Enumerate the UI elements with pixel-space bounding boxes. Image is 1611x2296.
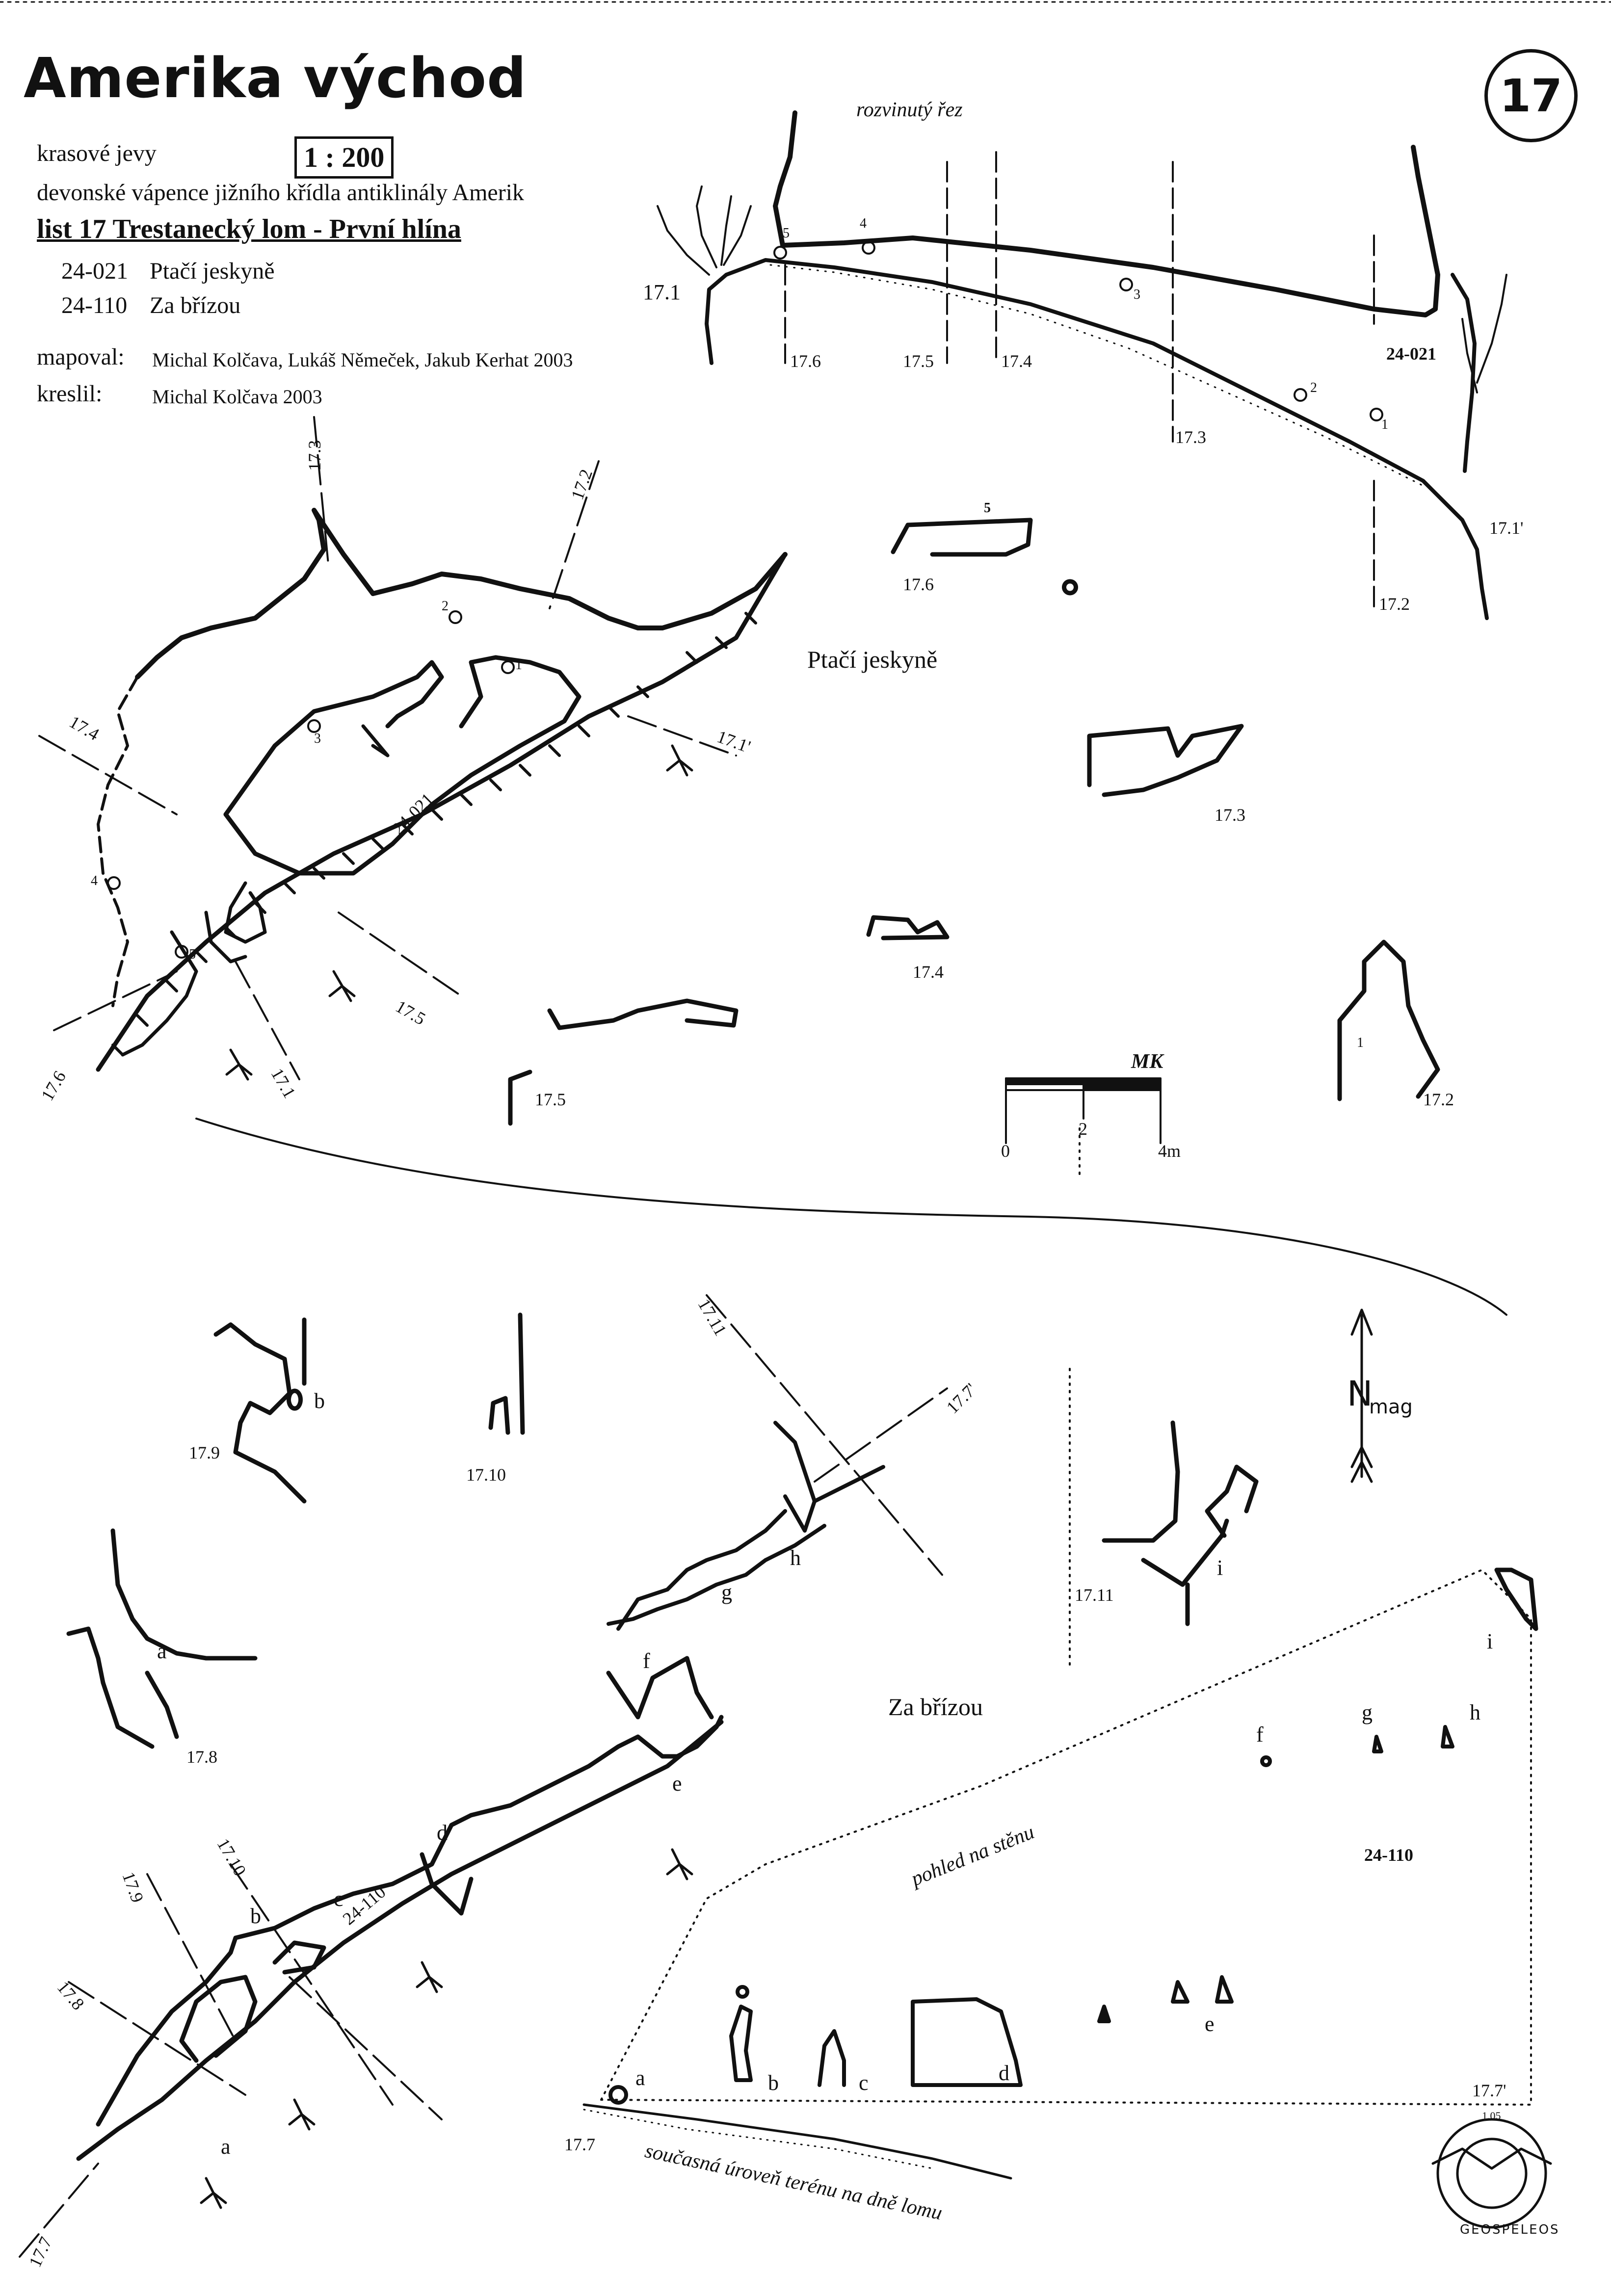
author-mark: MK bbox=[1131, 1050, 1163, 1073]
scale-label-2: 2 bbox=[1079, 1119, 1087, 1139]
north-arrow-icon bbox=[1350, 1308, 1373, 1483]
section-divider bbox=[195, 1118, 1507, 1316]
profile-title: rozvinutý řez bbox=[856, 99, 963, 121]
zb-cross-letter-i: i bbox=[1217, 1556, 1223, 1580]
scale-label-4m: 4m bbox=[1158, 1141, 1181, 1161]
geospeleos-logo bbox=[1431, 2118, 1552, 2229]
sheet-number: 17 bbox=[1484, 49, 1578, 142]
cave-name-2: Za břízou bbox=[150, 292, 241, 318]
wall-letter-c: c bbox=[859, 2071, 869, 2095]
sheet-title: list 17 Trestanecký lom - První hlína bbox=[37, 214, 461, 244]
wall-letter-a: a bbox=[635, 2066, 645, 2090]
zabrizou-cave-name: Za břízou bbox=[888, 1693, 983, 1721]
cross-17-5: 17.5 bbox=[535, 1090, 566, 1109]
zb-cross-17-10: 17.10 bbox=[466, 1465, 506, 1485]
plan-point-4: 4 bbox=[91, 873, 98, 888]
wall-letter-f: f bbox=[1256, 1722, 1264, 1747]
logo-text: GEOSPELEOS bbox=[1460, 2222, 1560, 2237]
ptaci-profile-section-lines bbox=[784, 151, 1375, 609]
profile-section-17-5: 17.5 bbox=[903, 351, 934, 371]
profile-section-17-6: 17.6 bbox=[790, 351, 821, 371]
profile-section-17-4: 17.4 bbox=[1001, 351, 1032, 371]
zb-plan-letter-f: f bbox=[643, 1649, 650, 1673]
profile-point-1: 1 bbox=[1381, 417, 1388, 432]
zabrizou-cross-sections bbox=[66, 1312, 1538, 1749]
profile-cave-code: 24-021 bbox=[1386, 344, 1436, 364]
mapped-label: mapoval: bbox=[37, 344, 125, 370]
wall-letter-d: d bbox=[999, 2061, 1009, 2085]
plan-point-2: 2 bbox=[442, 599, 449, 614]
zb-plan-letter-e: e bbox=[672, 1772, 682, 1796]
zb-cross-17-11: 17.11 bbox=[1075, 1585, 1114, 1605]
profile-section-17-2: 17.2 bbox=[1379, 594, 1410, 614]
plan-point-5: 5 bbox=[189, 947, 196, 962]
ptaci-cross-sections bbox=[508, 518, 1440, 1126]
ptaci-profile-station-icons bbox=[773, 241, 1383, 421]
profile-point-3: 3 bbox=[1134, 287, 1140, 302]
ptaci-plan-station-icons bbox=[107, 610, 515, 959]
drawn-by: Michal Kolčava 2003 bbox=[152, 386, 322, 408]
page-title: Amerika východ bbox=[24, 47, 527, 110]
ptaci-plan-section-lines bbox=[38, 416, 737, 1080]
profile-point-4: 4 bbox=[860, 216, 867, 231]
cave-code-2: 24-110 bbox=[61, 292, 128, 318]
wall-letter-i: i bbox=[1487, 1629, 1493, 1653]
zb-plan-letter-g: g bbox=[721, 1580, 732, 1604]
ptaci-plan bbox=[96, 508, 788, 1072]
drawn-label: kreslil: bbox=[37, 381, 103, 407]
zb-cross-letter-a: a bbox=[157, 1639, 167, 1663]
wall-section-17-7: 17.7 bbox=[564, 2135, 595, 2154]
wall-letter-g: g bbox=[1362, 1700, 1373, 1724]
zb-plan-letter-b: b bbox=[250, 1904, 261, 1928]
zabrizou-plan-arrows bbox=[200, 1848, 693, 2209]
cross-17-2: 17.2 bbox=[1423, 1090, 1454, 1109]
scale-box: 1 : 200 bbox=[294, 136, 394, 179]
zb-cross-letter-b: b bbox=[314, 1389, 325, 1413]
zb-plan-letter-d: d bbox=[437, 1821, 448, 1845]
zb-cross-17-9: 17.9 bbox=[189, 1443, 220, 1462]
scale-bar bbox=[1005, 1077, 1162, 1144]
zb-cross-17-8: 17.8 bbox=[186, 1747, 217, 1767]
plan-section-17-3: 17.3 bbox=[305, 440, 324, 471]
wall-letter-e: e bbox=[1205, 2012, 1215, 2036]
wall-letter-b: b bbox=[768, 2071, 779, 2095]
ptaci-developed-profile bbox=[657, 110, 1507, 620]
ptaci-cave-name: Ptačí jeskyně bbox=[807, 646, 938, 673]
ptaci-plan-wall-ticks bbox=[111, 612, 757, 1056]
wall-view-openings bbox=[608, 1725, 1454, 2105]
wall-letter-h: h bbox=[1470, 1700, 1480, 1724]
plan-point-3: 3 bbox=[314, 731, 321, 746]
cave-code-1: 24-021 bbox=[61, 258, 128, 284]
wall-cave-code: 24-110 bbox=[1364, 1845, 1414, 1865]
profile-section-17-3: 17.3 bbox=[1175, 427, 1206, 447]
profile-section-17-1p: 17.1' bbox=[1489, 518, 1524, 538]
wall-view-frame bbox=[600, 1127, 1532, 2106]
logo-id: 1.05 bbox=[1482, 2110, 1501, 2122]
north-label: N bbox=[1347, 1374, 1373, 1414]
cave-name-1: Ptačí jeskyně bbox=[150, 258, 275, 284]
zb-plan-letter-a: a bbox=[221, 2135, 231, 2159]
profile-point-2: 2 bbox=[1310, 380, 1317, 395]
category-label: krasové jevy bbox=[37, 140, 157, 166]
north-sub: mag bbox=[1369, 1396, 1413, 1418]
wall-section-17-7p: 17.7' bbox=[1472, 2081, 1506, 2100]
profile-point-5: 5 bbox=[783, 226, 790, 241]
zb-plan-letter-c: c bbox=[334, 1887, 343, 1911]
scale-label-0: 0 bbox=[1001, 1141, 1010, 1161]
cross-17-3: 17.3 bbox=[1215, 805, 1245, 825]
cross-point-1: 1 bbox=[1357, 1035, 1364, 1050]
plan-point-1: 1 bbox=[515, 657, 522, 673]
terrain-line bbox=[582, 2103, 1012, 2180]
profile-section-17-1: 17.1 bbox=[643, 280, 681, 304]
ptaci-plan-arrows bbox=[225, 744, 693, 1081]
zabrizou-plan-passage-north bbox=[607, 1421, 885, 1631]
zabrizou-section-lines bbox=[19, 1294, 948, 2258]
cross-17-6: 17.6 bbox=[903, 574, 934, 594]
cross-point-5: 5 bbox=[984, 500, 991, 516]
mapped-by: Michal Kolčava, Lukáš Němeček, Jakub Ker… bbox=[152, 349, 573, 371]
cross-17-4: 17.4 bbox=[913, 962, 944, 982]
geology-line: devonské vápence jižního křídla antiklin… bbox=[37, 180, 525, 206]
zb-plan-letter-h: h bbox=[790, 1546, 801, 1570]
